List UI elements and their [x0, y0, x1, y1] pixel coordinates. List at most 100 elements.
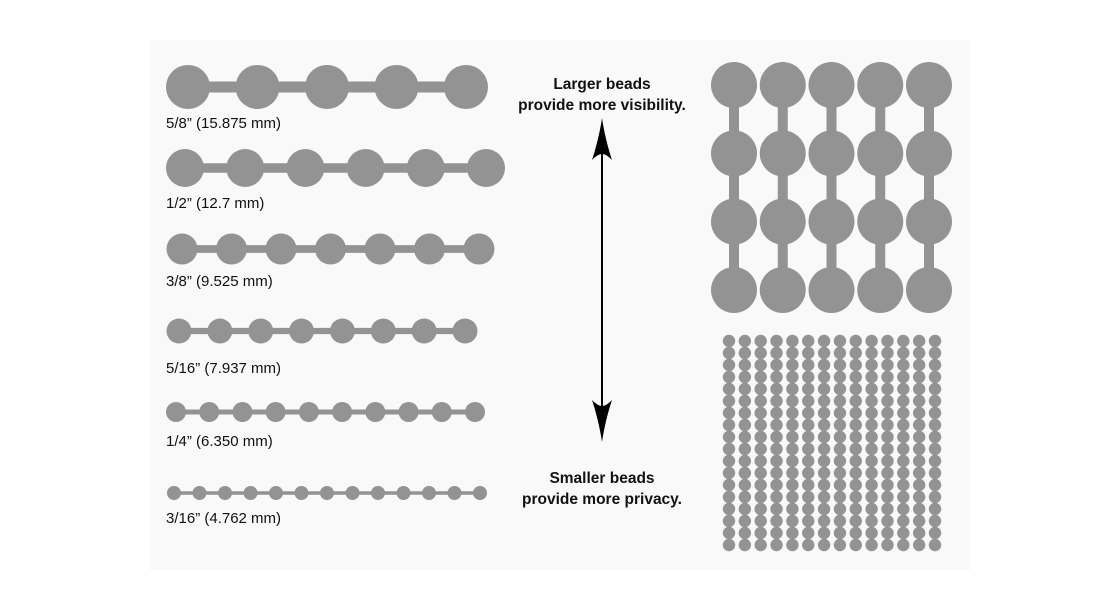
curtain-bead — [786, 394, 799, 408]
curtain-bead — [802, 382, 815, 396]
curtain-bead — [817, 466, 831, 480]
curtain-bead — [865, 442, 878, 456]
bead — [166, 318, 192, 344]
curtain-bead — [857, 267, 904, 313]
curtain-bead — [722, 454, 736, 468]
curtain-bead — [849, 502, 862, 516]
curtain-bead — [738, 370, 752, 384]
curtain-bead — [817, 538, 831, 552]
bead — [248, 318, 274, 344]
curtain-bead — [770, 394, 783, 408]
size-label-5-16: 5/16” (7.937 mm) — [166, 360, 282, 377]
curtain-bead — [738, 430, 752, 444]
curtain-bead — [759, 267, 806, 313]
curtain-bead — [770, 382, 783, 396]
curtain-bead — [849, 490, 862, 504]
curtain-bead — [865, 466, 878, 480]
curtain-bead — [770, 466, 783, 480]
curtain-bead — [802, 334, 815, 348]
curtain-bead — [770, 430, 783, 444]
curtain-bead — [722, 430, 736, 444]
bead — [431, 402, 452, 422]
curtain-bead — [754, 406, 767, 420]
curtain-bead — [786, 526, 799, 540]
bead — [166, 402, 186, 422]
curtain-bead — [897, 526, 910, 540]
caption-larger-line2: provide more visibility. — [518, 97, 686, 114]
curtain-bead — [802, 346, 815, 360]
curtain-bead — [849, 334, 862, 348]
curtain-bead — [865, 334, 878, 348]
bead — [166, 65, 210, 109]
curtain-bead — [738, 394, 752, 408]
curtain-bead — [817, 358, 831, 372]
bead — [289, 318, 315, 344]
curtain-bead — [722, 490, 736, 504]
curtain-bead — [802, 406, 815, 420]
curtain-bead — [906, 62, 952, 108]
curtain-bead — [802, 538, 815, 552]
caption-smaller-beads: Smaller beads provide more privacy. — [472, 468, 732, 510]
curtain-bead — [738, 406, 752, 420]
curtain-bead — [928, 514, 942, 528]
curtain-bead — [754, 454, 767, 468]
curtain-bead — [912, 442, 926, 456]
curtain-bead — [738, 502, 752, 516]
strand-5-16-inch — [166, 318, 478, 344]
bead — [167, 486, 181, 500]
bead — [265, 233, 297, 265]
curtain-bead — [897, 334, 910, 348]
curtain-bead — [833, 538, 847, 552]
curtain-bead — [754, 394, 767, 408]
curtain-bead — [738, 538, 752, 552]
bead — [467, 149, 505, 187]
curtain-bead — [808, 198, 855, 245]
curtain-bead — [865, 490, 878, 504]
curtain-bead — [754, 430, 767, 444]
curtain-bead — [912, 490, 926, 504]
curtain-bead — [897, 502, 910, 516]
curtain-bead — [738, 454, 752, 468]
curtain-bead — [770, 538, 783, 552]
curtain-bead — [808, 62, 855, 108]
curtain-bead — [754, 370, 767, 384]
curtain-bead — [802, 394, 815, 408]
size-label-5-8: 5/8” (15.875 mm) — [166, 115, 282, 132]
curtain-bead — [928, 394, 942, 408]
curtain-bead — [928, 490, 942, 504]
curtain-bead — [912, 466, 926, 480]
curtain-bead — [833, 478, 847, 492]
curtain-bead — [808, 267, 855, 313]
curtain-bead — [833, 370, 847, 384]
curtain-bead — [857, 62, 904, 108]
curtain-bead — [817, 430, 831, 444]
caption-larger-beads: Larger beads provide more visibility. — [472, 74, 732, 116]
curtain-bead — [849, 406, 862, 420]
curtain-bead — [738, 334, 752, 348]
bead — [452, 318, 478, 344]
curtain-bead — [849, 394, 862, 408]
curtain-bead — [928, 346, 942, 360]
curtain-bead — [754, 334, 767, 348]
curtain-bead — [754, 526, 767, 540]
curtain-bead — [759, 62, 806, 108]
bead-chain — [176, 409, 475, 415]
curtain-bead — [770, 514, 783, 528]
bead — [166, 233, 198, 265]
curtain-bead — [849, 454, 862, 468]
curtain-bead — [865, 514, 878, 528]
bead — [192, 486, 207, 500]
curtain-bead — [722, 466, 736, 480]
curtain-bead — [912, 346, 926, 360]
curtain-bead — [754, 466, 767, 480]
curtain-bead — [928, 418, 942, 432]
curtain-bead — [849, 442, 862, 456]
curtain-bead — [802, 418, 815, 432]
curtain-bead — [786, 514, 799, 528]
curtain-bead — [738, 478, 752, 492]
curtain-bead — [865, 394, 878, 408]
curtain-bead — [833, 502, 847, 516]
curtain-bead — [881, 466, 894, 480]
curtain-bead — [865, 418, 878, 432]
